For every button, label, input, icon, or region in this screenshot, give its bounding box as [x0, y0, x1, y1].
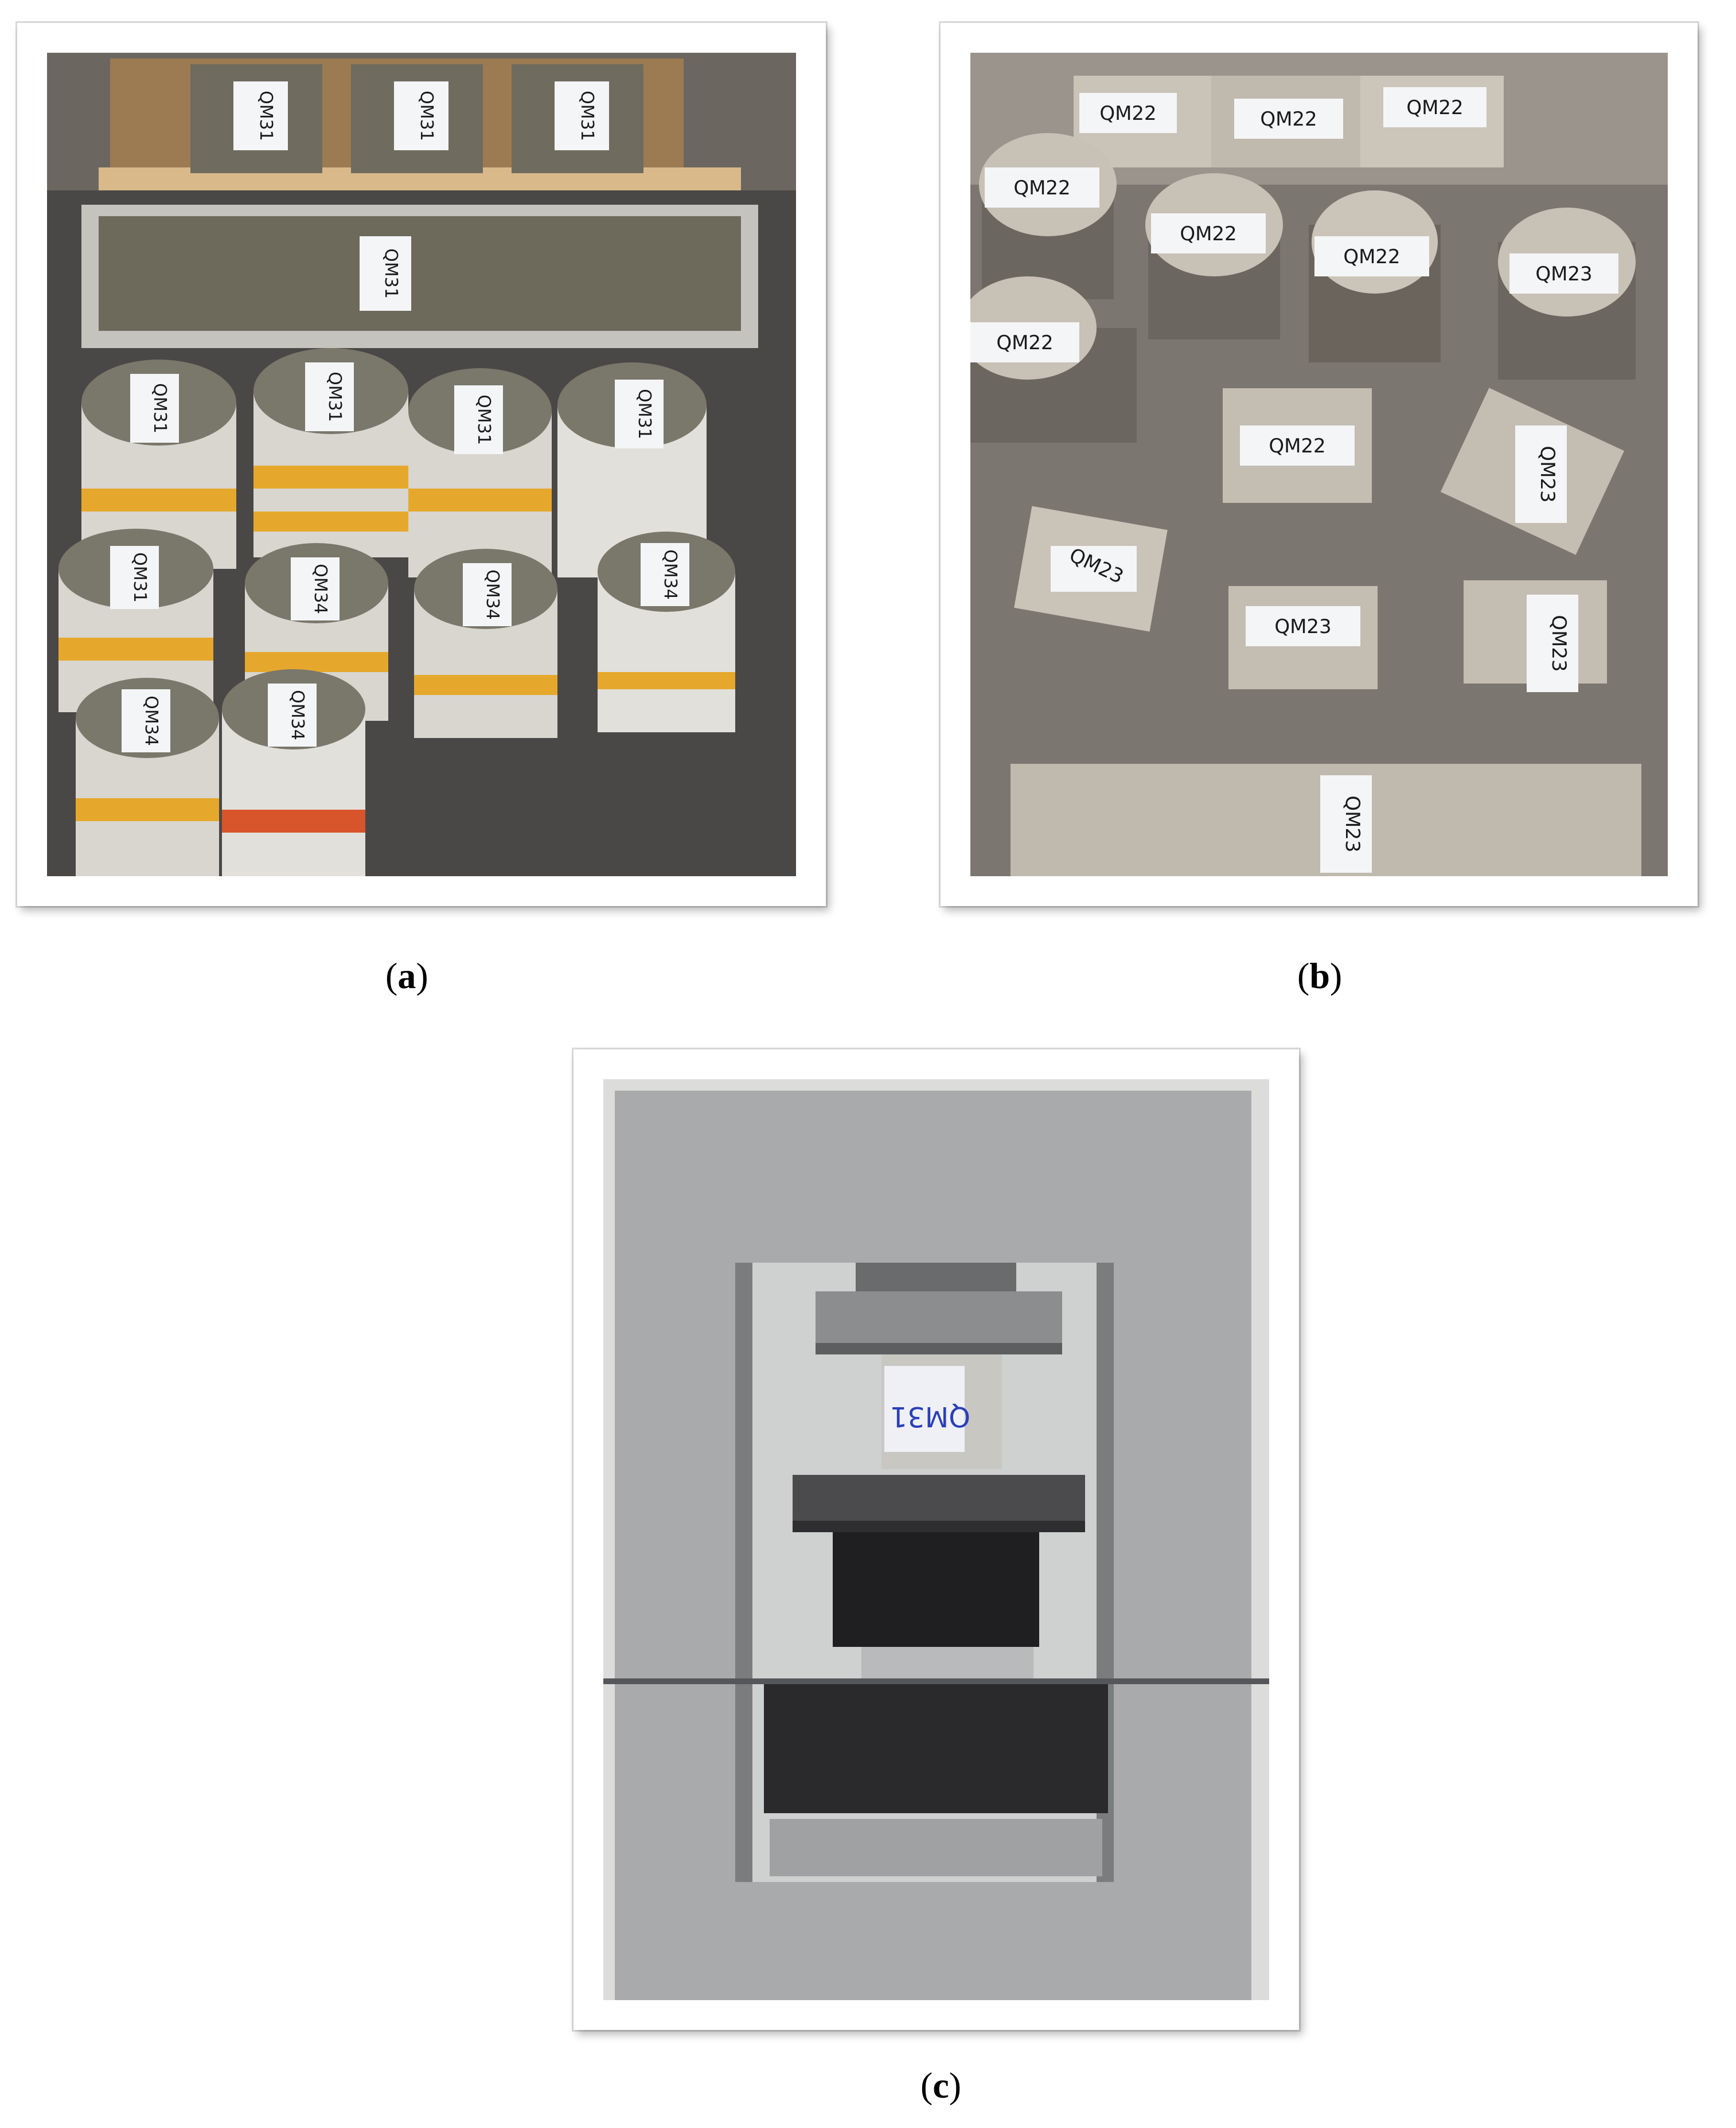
specimen-label: QM22 [1013, 177, 1070, 200]
caption-paren: ( [1297, 955, 1310, 996]
specimen-label: QM23 [1535, 263, 1592, 286]
specimen-label: QM31 [130, 552, 150, 603]
specimen-label: QM34 [287, 690, 307, 740]
specimen-label: QM22 [1269, 435, 1325, 458]
specimen-label: QM31 [890, 1400, 970, 1432]
caption-paren: ) [416, 955, 428, 996]
specimen-label: QM31 [150, 383, 170, 434]
specimen-label: QM34 [141, 696, 161, 746]
specimen-label: QM31 [634, 389, 654, 439]
caption-paren: ( [920, 2065, 933, 2106]
photo-compression-machine: QM31 [603, 1079, 1269, 2000]
photo-fresh-specimens: QM31 QM31 QM31 QM31 QM31 QM31 QM31 QM31 … [47, 53, 796, 876]
specimen-label: QM22 [996, 331, 1053, 354]
specimen-label: QM23 [1274, 615, 1331, 638]
specimen-label: QM22 [1099, 102, 1156, 125]
photo-frame-b: QM22 QM22 QM22 QM22 QM22 QM22 QM23 QM22 … [941, 23, 1698, 906]
caption-a: (a) [385, 955, 428, 997]
specimen-label: QM31 [416, 91, 436, 141]
specimen-label: QM31 [577, 91, 597, 141]
photo-frame-a: QM31 QM31 QM31 QM31 QM31 QM31 QM31 QM31 … [17, 23, 826, 906]
caption-letter: c [933, 2065, 949, 2106]
specimen-label: QM23 [1547, 615, 1570, 671]
caption-letter: a [397, 955, 416, 996]
specimen-label: QM23 [1536, 446, 1559, 502]
specimen-label: QM31 [256, 91, 276, 141]
caption-paren: ) [1329, 955, 1343, 996]
caption-paren: ) [949, 2065, 962, 2106]
specimen-label: QM34 [482, 569, 502, 620]
photo-frame-c: QM31 [574, 1049, 1299, 2030]
specimen-label: QM22 [1260, 108, 1317, 131]
specimen-label: QM22 [1343, 245, 1400, 268]
specimen-label: QM22 [1406, 96, 1463, 119]
photo-hardened-specimens: QM22 QM22 QM22 QM22 QM22 QM22 QM23 QM22 … [970, 53, 1668, 876]
specimen-label: QM22 [1180, 222, 1236, 245]
specimen-label: QM31 [381, 248, 401, 299]
specimen-label: QM34 [660, 549, 680, 600]
specimen-label: QM31 [325, 372, 345, 422]
specimen-label: QM23 [1341, 795, 1364, 852]
specimen-label: QM31 [474, 395, 494, 445]
caption-b: (b) [1297, 955, 1342, 997]
caption-c: (c) [920, 2064, 961, 2107]
specimen-label: QM34 [310, 564, 330, 614]
caption-paren: ( [385, 955, 398, 996]
caption-letter: b [1309, 955, 1330, 996]
